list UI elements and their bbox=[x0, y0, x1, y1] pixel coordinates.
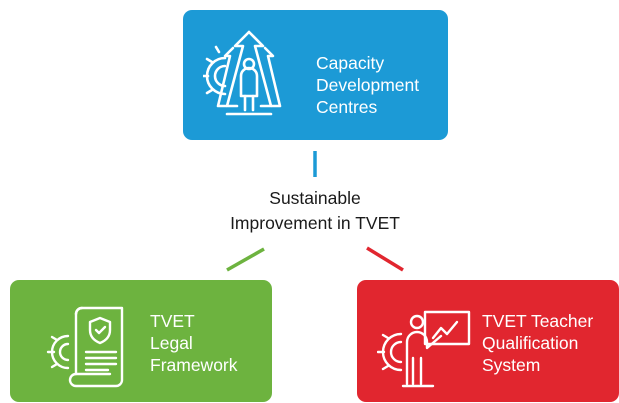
capacity-development-centres-label: Capacity Development Centres bbox=[316, 53, 420, 117]
tvet-teacher-qualification-label: TVET Teacher Qualification System bbox=[482, 311, 594, 375]
teacher-board-gear-icon bbox=[377, 310, 471, 388]
capacity-development-centres-card: Capacity Development Centres bbox=[183, 10, 448, 140]
connector-left bbox=[226, 247, 265, 272]
tvet-legal-framework-label: TVET Legal Framework bbox=[150, 311, 238, 375]
connector-right bbox=[366, 246, 404, 272]
tvet-legal-framework-card: TVET Legal Framework bbox=[10, 280, 272, 402]
connector-top bbox=[313, 151, 317, 177]
tvet-teacher-qualification-card: TVET Teacher Qualification System bbox=[357, 280, 619, 402]
sustainable-improvement-label: Sustainable Improvement in TVET bbox=[230, 188, 400, 233]
shield-document-gear-icon bbox=[46, 306, 124, 388]
person-arrows-gear-icon bbox=[203, 30, 282, 116]
